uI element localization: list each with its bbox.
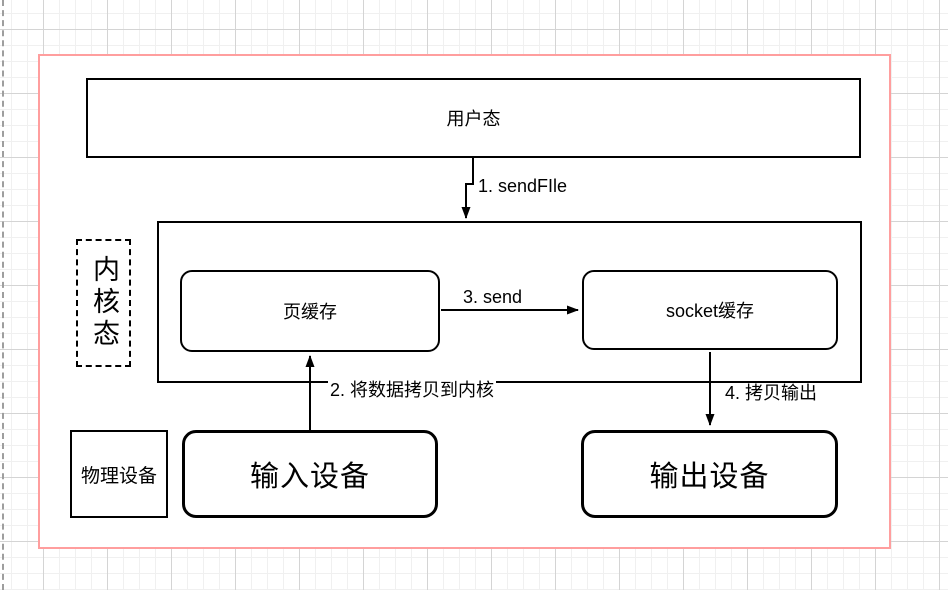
- kernel-mode-tag-box[interactable]: 内核态: [76, 239, 131, 367]
- socket-buffer-label: socket缓存: [665, 301, 755, 321]
- page-cache-label: 页缓存: [283, 302, 337, 322]
- output-device-label: 输出设备: [649, 461, 770, 493]
- edge-label-1-sendfile[interactable]: 1. sendFIle: [476, 176, 570, 196]
- socket-buffer-node[interactable]: socket缓存: [582, 270, 838, 350]
- page-divider-line: [2, 0, 4, 590]
- edge-label-3-send[interactable]: 3. send: [461, 287, 525, 307]
- user-mode-box[interactable]: 用户态: [86, 78, 861, 158]
- input-device-node[interactable]: 输入设备: [182, 430, 438, 518]
- kernel-mode-label: 内核态: [89, 255, 119, 351]
- edge-label-4-copy-out[interactable]: 4. 拷贝输出: [723, 383, 820, 403]
- input-device-label: 输入设备: [249, 461, 370, 493]
- physical-device-tag-box[interactable]: 物理设备: [70, 430, 168, 518]
- user-mode-label: 用户态: [446, 109, 501, 129]
- output-device-node[interactable]: 输出设备: [581, 430, 838, 518]
- edge-label-2-copy-to-kernel[interactable]: 2. 将数据拷贝到内核: [328, 380, 497, 400]
- page-cache-node[interactable]: 页缓存: [180, 270, 440, 352]
- physical-device-label: 物理设备: [80, 465, 157, 487]
